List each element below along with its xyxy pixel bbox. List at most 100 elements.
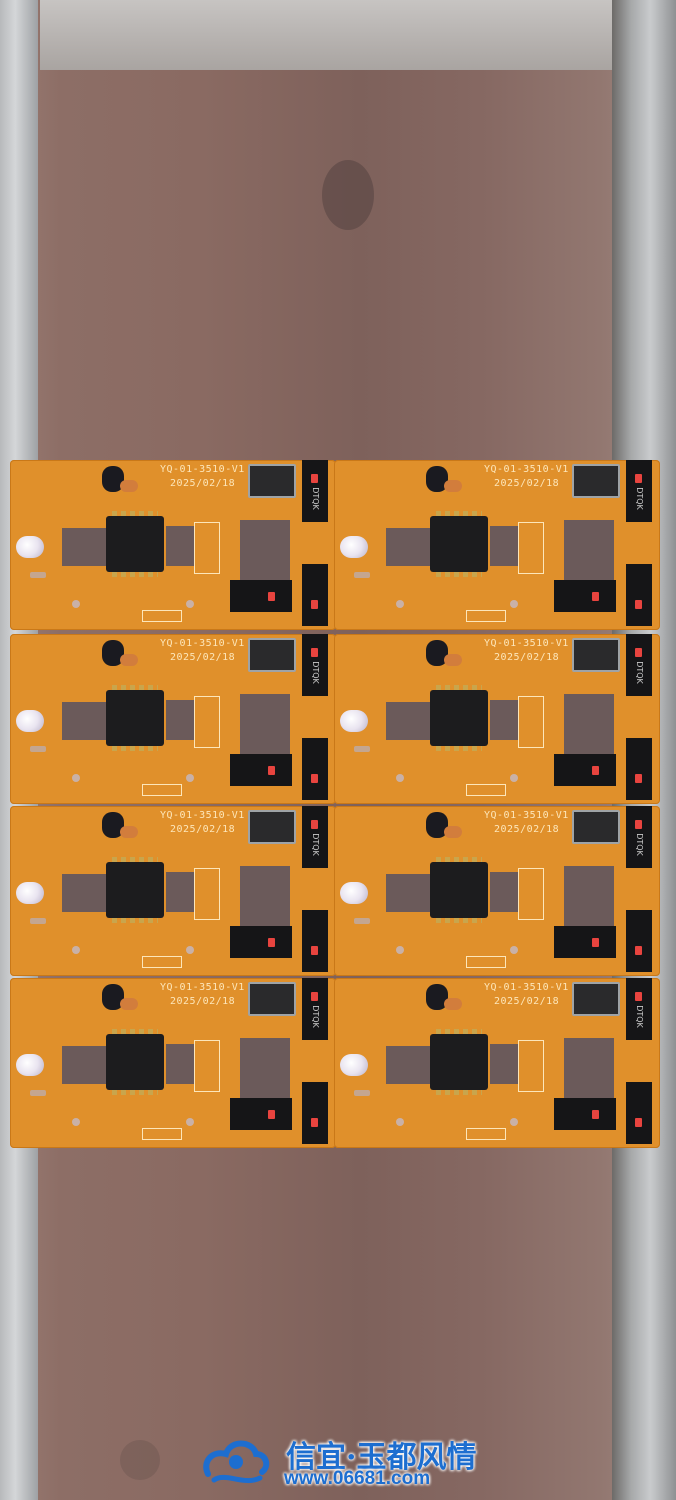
switch-button bbox=[311, 474, 318, 483]
connector-pads bbox=[466, 1128, 506, 1140]
ceramic-capacitor bbox=[444, 998, 462, 1010]
pcb-board: YQ-01-3510-V1 2025/02/18 DTQK bbox=[10, 634, 336, 804]
mounting-hole bbox=[396, 774, 404, 782]
mounting-hole bbox=[72, 1118, 80, 1126]
micro-switch bbox=[230, 926, 292, 958]
sensor-chip bbox=[430, 1029, 488, 1095]
mounting-hole bbox=[186, 600, 194, 608]
switch-button bbox=[592, 1110, 599, 1119]
board-date-label: 2025/02/18 bbox=[170, 824, 236, 835]
resistor bbox=[354, 918, 370, 924]
capacitor bbox=[426, 812, 448, 838]
cutout-slot bbox=[490, 526, 518, 566]
switch-button bbox=[268, 766, 275, 775]
switch-button bbox=[635, 946, 642, 955]
sensor-chip bbox=[106, 511, 164, 577]
mounting-hole bbox=[396, 1118, 404, 1126]
cutout-slot bbox=[386, 528, 434, 566]
micro-switch: DTQK bbox=[302, 634, 328, 696]
cloud-logo-icon bbox=[203, 1440, 270, 1484]
switch-button bbox=[268, 592, 275, 601]
switch-button bbox=[268, 938, 275, 947]
wood-knot bbox=[120, 1440, 160, 1480]
switch-brand-label: DTQK bbox=[310, 1005, 320, 1028]
led bbox=[16, 1054, 44, 1076]
board-model-label: YQ-01-3510-V1 bbox=[160, 982, 245, 993]
ceramic-capacitor bbox=[444, 654, 462, 666]
micro-switch: DTQK bbox=[302, 460, 328, 522]
cutout-slot bbox=[240, 694, 290, 754]
board-model-label: YQ-01-3510-V1 bbox=[484, 982, 569, 993]
ceramic-capacitor bbox=[120, 826, 138, 838]
pcb-board: YQ-01-3510-V1 2025/02/18 DTQK bbox=[334, 460, 660, 630]
silkscreen-outline bbox=[194, 868, 220, 920]
mounting-hole bbox=[510, 600, 518, 608]
switch-button bbox=[635, 1118, 642, 1127]
ceramic-capacitor bbox=[444, 826, 462, 838]
scroll-encoder bbox=[572, 464, 620, 498]
switch-button bbox=[268, 1110, 275, 1119]
board-model-label: YQ-01-3510-V1 bbox=[484, 638, 569, 649]
silkscreen-outline bbox=[518, 868, 544, 920]
silkscreen-outline bbox=[194, 522, 220, 574]
pcb-board: YQ-01-3510-V1 2025/02/18 DTQK bbox=[334, 806, 660, 976]
silkscreen-outline bbox=[194, 696, 220, 748]
led bbox=[340, 882, 368, 904]
cutout-slot bbox=[240, 520, 290, 580]
capacitor bbox=[102, 466, 124, 492]
silkscreen-outline bbox=[518, 522, 544, 574]
cutout-slot bbox=[490, 700, 518, 740]
cutout-slot bbox=[386, 874, 434, 912]
ceramic-capacitor bbox=[120, 480, 138, 492]
switch-brand-label: DTQK bbox=[310, 661, 320, 684]
watermark-url: www.06681.com bbox=[284, 1468, 431, 1489]
led bbox=[340, 536, 368, 558]
switch-button bbox=[635, 474, 642, 483]
pcb-board: YQ-01-3510-V1 2025/02/18 DTQK bbox=[10, 460, 336, 630]
switch-brand-label: DTQK bbox=[310, 487, 320, 510]
mounting-hole bbox=[72, 946, 80, 954]
resistor bbox=[354, 572, 370, 578]
switch-button bbox=[311, 648, 318, 657]
board-date-label: 2025/02/18 bbox=[494, 996, 560, 1007]
connector-pads bbox=[142, 610, 182, 622]
micro-switch bbox=[230, 1098, 292, 1130]
mounting-hole bbox=[186, 946, 194, 954]
connector-pads bbox=[142, 784, 182, 796]
resistor bbox=[30, 572, 46, 578]
micro-switch bbox=[554, 1098, 616, 1130]
scroll-encoder bbox=[248, 982, 296, 1016]
cutout-slot bbox=[386, 1046, 434, 1084]
resistor bbox=[354, 1090, 370, 1096]
board-model-label: YQ-01-3510-V1 bbox=[160, 464, 245, 475]
sensor-chip bbox=[106, 685, 164, 751]
switch-brand-label: DTQK bbox=[634, 1005, 644, 1028]
mounting-hole bbox=[72, 774, 80, 782]
cutout-slot bbox=[166, 526, 194, 566]
micro-switch bbox=[554, 580, 616, 612]
capacitor bbox=[426, 466, 448, 492]
switch-brand-label: DTQK bbox=[634, 661, 644, 684]
mounting-hole bbox=[396, 946, 404, 954]
led bbox=[340, 710, 368, 732]
micro-switch bbox=[626, 738, 652, 800]
connector-pads bbox=[142, 1128, 182, 1140]
sensor-chip bbox=[106, 1029, 164, 1095]
cutout-slot bbox=[490, 1044, 518, 1084]
cutout-slot bbox=[62, 702, 110, 740]
board-date-label: 2025/02/18 bbox=[170, 652, 236, 663]
micro-switch bbox=[230, 580, 292, 612]
board-date-label: 2025/02/18 bbox=[494, 824, 560, 835]
scroll-encoder bbox=[248, 810, 296, 844]
cutout-slot bbox=[564, 694, 614, 754]
cutout-slot bbox=[166, 1044, 194, 1084]
switch-button bbox=[311, 946, 318, 955]
mounting-hole bbox=[186, 1118, 194, 1126]
switch-button bbox=[592, 938, 599, 947]
ceramic-capacitor bbox=[120, 998, 138, 1010]
switch-button bbox=[635, 774, 642, 783]
cutout-slot bbox=[240, 1038, 290, 1098]
connector-pads bbox=[142, 956, 182, 968]
cutout-slot bbox=[490, 872, 518, 912]
